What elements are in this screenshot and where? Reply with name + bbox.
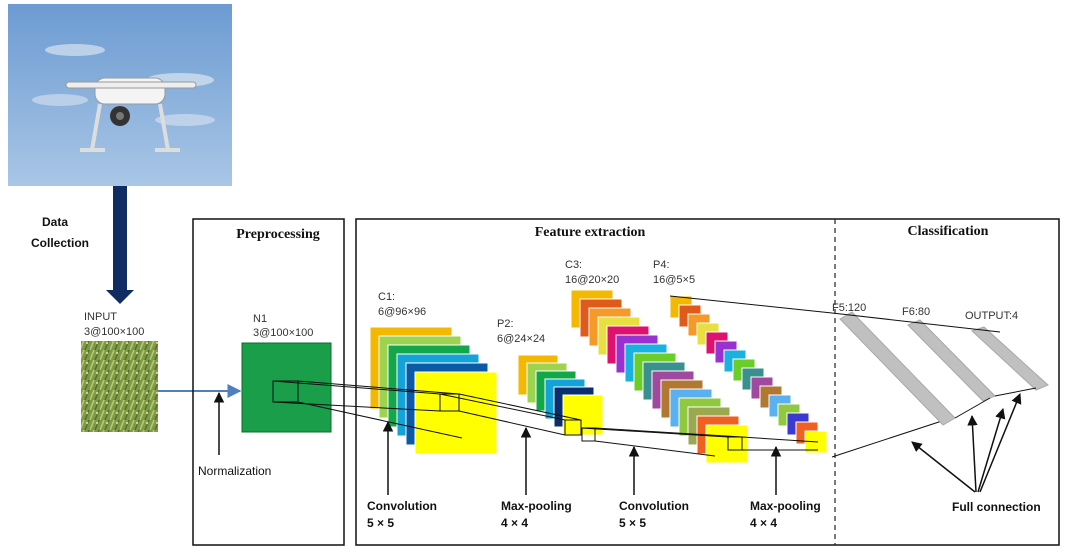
n1-dims: 3@100×100 [253,327,313,339]
data-collection-arrow [106,186,134,304]
preprocessing-box [192,218,345,546]
fc-arrow-3 [977,407,1006,493]
c3-dims: 16@20×20 [565,274,619,286]
op4-size: 4 × 4 [750,516,777,530]
op2-name: Max-pooling [501,499,572,513]
feature-extraction-header: Feature extraction [535,225,646,240]
op1-name: Convolution [367,499,437,513]
n1-feature-map [241,342,332,433]
full-connection-label: Full connection [952,500,1041,514]
f5-label: F5:120 [832,302,866,314]
fc-arrow-1 [911,441,976,493]
op4-name: Max-pooling [750,499,821,513]
data-collection-line1: Data [42,215,68,229]
p4-title: P4: [653,259,670,271]
op3-size: 5 × 5 [619,516,646,530]
fc-arrow-4 [979,393,1022,493]
normalization-label: Normalization [198,464,271,478]
p2-title: P2: [497,318,514,330]
c1-map-6 [414,371,498,455]
output-label: OUTPUT:4 [965,310,1018,322]
f5-layer [839,311,956,426]
p2-feature-maps [517,354,604,436]
input-dims: 3@100×100 [84,326,144,338]
fc-connection-lines [831,312,1037,419]
c1-dims: 6@96×96 [378,306,426,318]
c1-feature-maps [369,326,498,455]
output-layer [971,326,1049,391]
drone-photo-icon [8,4,232,186]
c1-kernel-window [439,393,460,412]
n1-kernel-window [272,380,299,403]
p4-dims: 16@5×5 [653,274,695,286]
n1-title: N1 [253,313,267,325]
classification-header: Classification [908,224,989,239]
p2-kernel-window [564,419,582,436]
data-collection-line2: Collection [31,236,89,250]
p2-dims: 6@24×24 [497,333,545,345]
c1-title: C1: [378,291,395,303]
op3-name: Convolution [619,499,689,513]
op2-size: 4 × 4 [501,516,528,530]
layer-connection-lines [272,295,946,458]
fc-arrow-2 [967,414,978,493]
crop-field-image-icon [81,341,158,432]
feature-classification-box [355,218,1060,546]
preprocessing-header: Preprocessing [236,227,319,242]
input-title: INPUT [84,311,117,323]
c3-map-16 [705,424,749,464]
p4-feature-maps [669,295,828,454]
c3-title: C3: [565,259,582,271]
f6-label: F6:80 [902,306,930,318]
op1-size: 5 × 5 [367,516,394,530]
